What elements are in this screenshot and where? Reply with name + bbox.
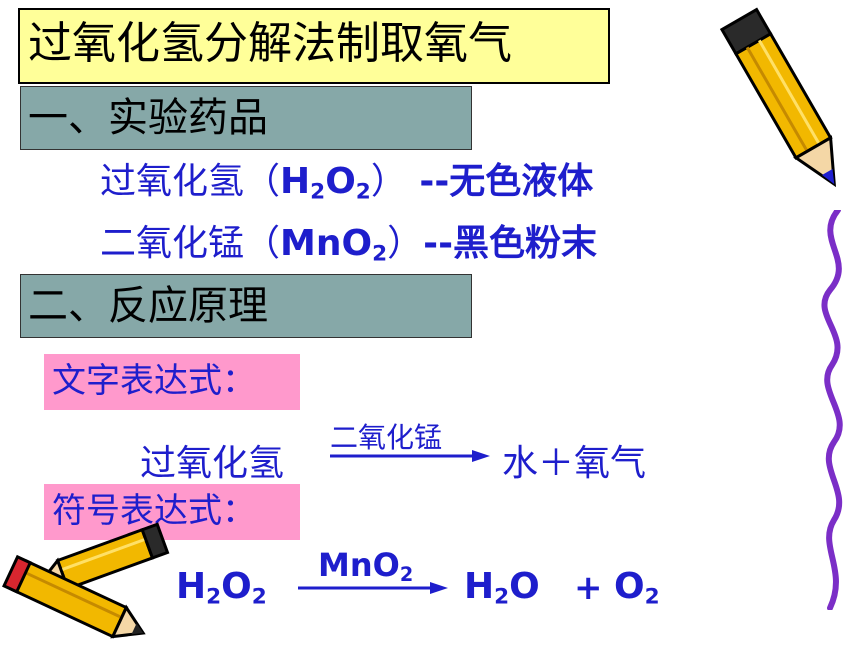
reagent-line-2: 二氧化锰（MnO2）--黑色粉末 [100, 223, 598, 267]
squiggle-line [821, 210, 843, 610]
reagent-name: 过氧化氢（ [100, 161, 281, 202]
pencil-icon [2, 522, 170, 639]
reagent-name: 二氧化锰（ [100, 223, 281, 264]
reagent-description: --无色液体 [406, 161, 594, 202]
symbol-equation-product-oxygen: O2 [614, 566, 660, 610]
symbol-equation-label-bg [44, 484, 300, 540]
symbol-equation-reactant: H2O2 [176, 566, 267, 610]
word-equation-products: 水＋氧气 [502, 443, 647, 484]
word-equation-label-bg [44, 354, 300, 410]
section-bar-1 [20, 86, 472, 150]
reagent-formula: H2O2 [280, 161, 371, 205]
word-equation-reactant: 过氧化氢 [140, 443, 285, 484]
section-heading-1: 一、实验药品 [28, 95, 268, 141]
reaction-arrow-icon [330, 450, 490, 462]
reagent-formula: MnO2 [280, 223, 388, 267]
word-equation-catalyst: 二氧化锰 [330, 421, 443, 454]
section-bar-2 [20, 274, 472, 338]
symbol-equation-plus: + [574, 568, 603, 608]
word-equation-label: 文字表达式： [52, 361, 256, 401]
reagent-description: --黑色粉末 [423, 223, 598, 264]
title-box [18, 8, 610, 84]
page-title: 过氧化氢分解法制取氧气 [28, 18, 512, 69]
reaction-arrow-icon [298, 582, 448, 594]
symbol-equation-catalyst: MnO2 [318, 546, 414, 586]
symbol-equation-product-water: H2O [464, 566, 540, 610]
pencil-icon [719, 7, 837, 188]
reagent-line-1: 过氧化氢（H2O2） --无色液体 [100, 161, 594, 205]
section-heading-2: 二、反应原理 [28, 283, 268, 329]
